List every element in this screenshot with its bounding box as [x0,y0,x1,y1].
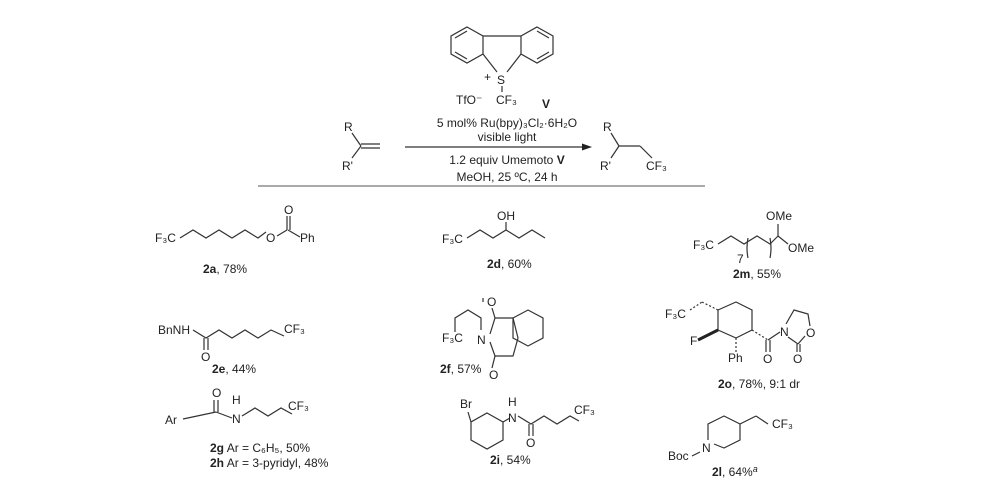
atom-label: CF₃ [772,417,793,431]
atom-label: 7 [737,252,744,266]
atom-label: O [212,386,221,400]
sulfur-atom: S [497,73,505,87]
atom-label: H [508,395,517,409]
umemoto-reagent: + S TfO⁻ CF₃ V [450,26,554,111]
compound-2i: Br H N O CF₃ 2i, 54% [460,395,595,467]
compound-label: 2l, 64%a [712,464,758,479]
triflate-counterion: TfO⁻ [456,93,482,107]
atom-label: F₃C [442,232,463,246]
atom-label: N [702,441,711,455]
atom-label: O [489,368,498,382]
compound-label: 2g Ar = C₆H₅, 50% [210,441,310,455]
atom-label: Ph [300,231,315,245]
compound-2g-2h: O Ar H N CF₃ 2g Ar = C₆H₅, 50% 2h Ar = 3… [165,386,329,470]
compound-label: 2d, 60% [487,257,532,271]
charge-plus: + [484,70,491,84]
atom-label: Boc [668,449,689,463]
atom-label: OH [497,209,515,223]
atom-label: Br [460,397,472,411]
arrow-head [582,143,592,151]
compound-2a: F₃C O O Ph 2a, 78% [155,203,315,276]
compound-label: 2m, 55% [733,267,781,281]
compound-2l: CF₃ N Boc 2l, 64%a [668,415,793,479]
substrate-alkene: R R' [342,120,380,173]
r-group: R [603,120,612,134]
atom-label: F [690,334,697,348]
compound-label: 2h Ar = 3-pyridyl, 48% [210,456,329,470]
cf3-group: CF₃ [646,159,667,173]
reaction-conditions: 5 mol% Ru(bpy)₃Cl₂·6H₂O visible light 1.… [258,116,705,187]
atom-label: O [763,352,772,366]
compound-2f: F₃C N O O 2f, 57% [440,295,544,382]
compound-label: 2a, 78% [203,262,247,276]
compound-label: 2f, 57% [440,362,482,376]
atom-label: O [201,350,210,364]
atom-label: CF₃ [288,399,309,413]
r-prime-group: R' [342,159,353,173]
atom-label: O [526,436,535,450]
reagent-label: V [542,97,550,111]
product-general: R R' CF₃ [600,120,667,173]
solvent-temp-text: MeOH, 25 ºC, 24 h [456,170,557,184]
r-group: R [344,120,353,134]
compound-2m: F₃C 7 OMe OMe 2m, 55% [693,209,814,281]
catalyst-text: 5 mol% Ru(bpy)₃Cl₂·6H₂O [437,116,577,130]
compound-2o: F₃C F Ph O N O O 2o, 78%, 9:1 dr [665,301,815,391]
compound-2e: BnNH O CF₃ 2e, 44% [158,322,305,376]
atom-label: N [477,333,486,347]
atom-label: Ar [165,413,177,427]
atom-label: F₃C [155,231,176,245]
atom-label: OMe [766,209,792,223]
cf3-group: CF₃ [496,93,517,107]
atom-label: BnNH [158,323,190,337]
atom-label: N [508,411,517,425]
compound-2d: F₃C OH 2d, 60% [442,209,546,271]
atom-label: CF₃ [574,403,595,417]
atom-label: CF₃ [284,322,305,336]
r-prime-group: R' [600,159,611,173]
reagent-text: 1.2 equiv Umemoto V [449,153,564,167]
atom-label: OMe [788,241,814,255]
atom-label: N [232,412,241,426]
atom-label: O [487,295,496,309]
compound-label: 2e, 44% [212,362,256,376]
atom-label: O [806,326,815,340]
atom-label: F₃C [693,238,714,252]
atom-label: O [793,352,802,366]
light-text: visible light [478,130,537,144]
atom-label: O [284,203,293,217]
atom-label: F₃C [442,331,463,345]
compound-label: 2i, 54% [490,453,531,467]
atom-label: H [232,393,241,407]
atom-label: N [780,325,789,339]
atom-label: F₃C [665,307,686,321]
compound-label: 2o, 78%, 9:1 dr [718,377,800,391]
atom-label: Ph [728,351,743,365]
atom-label: O [266,231,275,245]
